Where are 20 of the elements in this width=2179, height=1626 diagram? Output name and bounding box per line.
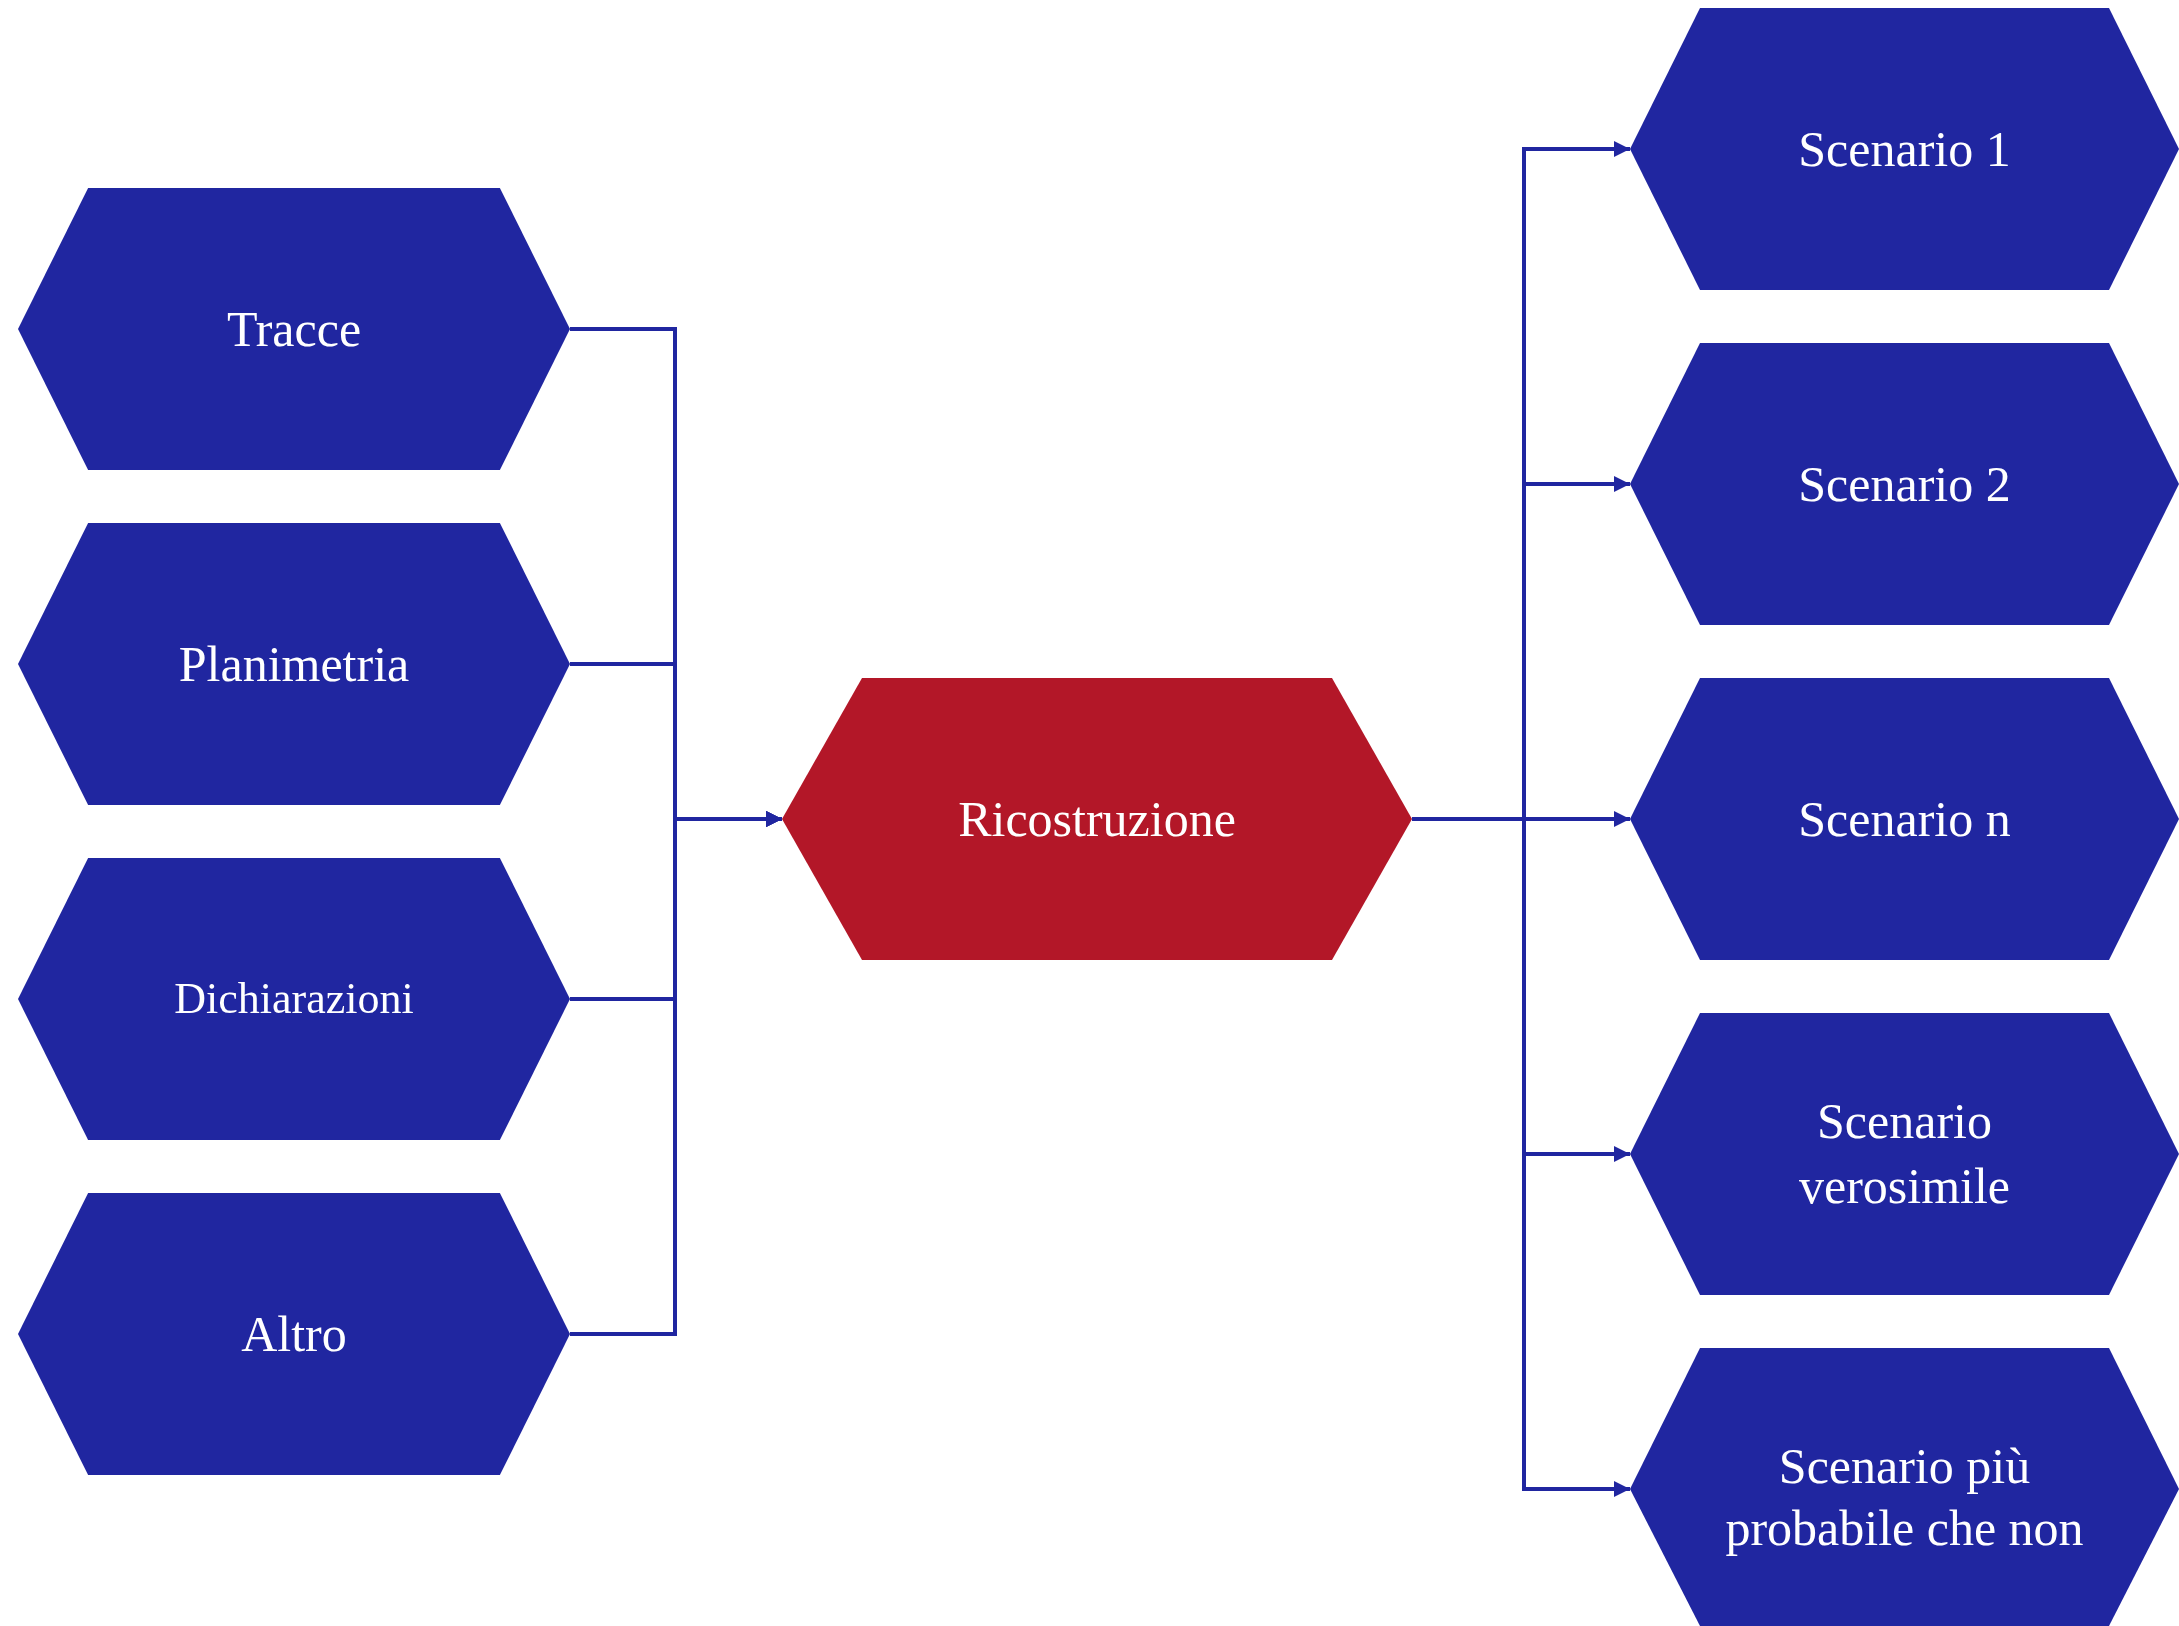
- node-label: Dichiarazioni: [174, 973, 414, 1026]
- node-label: Scenario più probabile che non: [1724, 1436, 2085, 1558]
- node-label: Scenario verosimile: [1797, 1092, 2011, 1216]
- hexagon-node: [1630, 678, 2179, 960]
- node-label: Altro: [241, 1304, 347, 1364]
- hexagon-node: [1630, 8, 2179, 290]
- node-label: Scenario 2: [1798, 454, 2011, 514]
- node-label: Tracce: [226, 299, 362, 359]
- hexagon-node: [1630, 1013, 2179, 1295]
- node-label: Planimetria: [178, 634, 410, 694]
- node-label: Scenario n: [1798, 789, 2011, 849]
- hexagon-node: [1630, 343, 2179, 625]
- hexagon-node: [18, 523, 570, 805]
- hexagon-node: [1630, 1348, 2179, 1626]
- hexagon-node: [18, 188, 570, 470]
- hexagon-node: [782, 678, 1412, 960]
- node-label: Scenario 1: [1798, 119, 2011, 179]
- hexagon-node: [18, 858, 570, 1140]
- node-label: Ricostruzione: [958, 789, 1236, 849]
- hexagon-node: [18, 1193, 570, 1475]
